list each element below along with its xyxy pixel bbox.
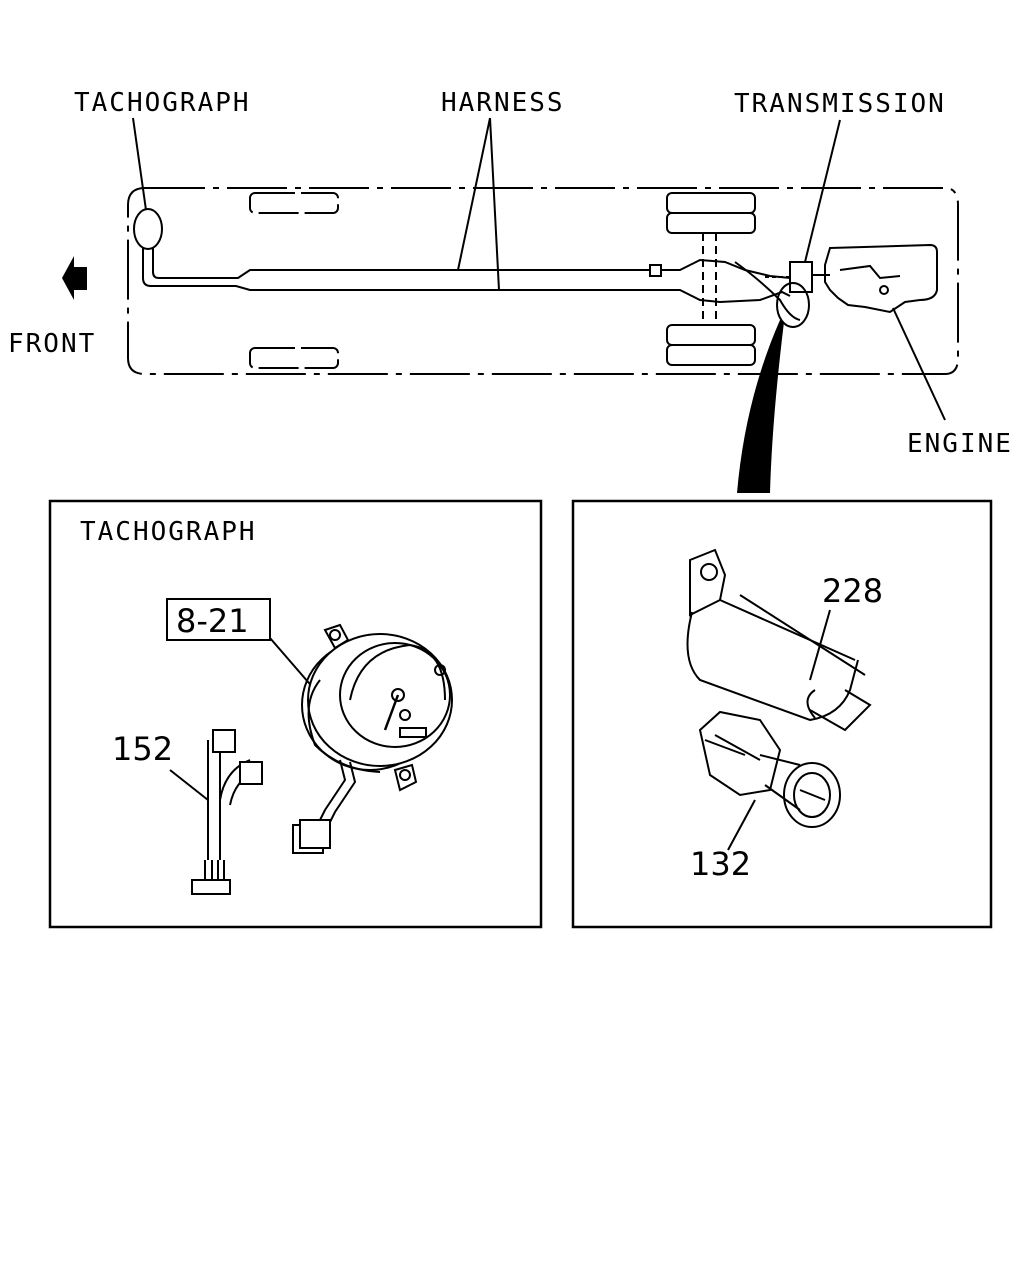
overview-leaders [132,117,946,421]
harness-cable [142,248,791,304]
part-152-label: 152 [112,730,173,768]
leader-132 [727,799,756,851]
engine-block [824,243,938,314]
harness-connector [649,264,662,277]
wheel-front-bottom [249,347,339,369]
detail-left-title: TACHOGRAPH [80,517,257,547]
engine-bolt [879,285,889,295]
wheel-front-top [249,192,339,214]
ref-box-label: 8-21 [176,602,249,640]
leader-228 [809,609,831,681]
vehicle-overview [127,187,959,375]
ref-box [166,598,271,641]
wheel-rear-bottom-2 [666,344,756,366]
leader-ref [269,637,316,691]
callout-loop [776,282,810,328]
callout-wedge [737,320,784,493]
detail-left-frame [48,499,543,929]
detail-panel-tachograph: TACHOGRAPH 8-21 [48,499,543,929]
part-228-label: 228 [822,572,883,610]
wheel-rear-top-1 [666,192,756,214]
leader-harness-2 [489,117,500,291]
harness-152 [191,729,263,895]
wheel-rear-bottom-1 [666,324,756,346]
label-harness: HARNESS [441,88,565,118]
part-132-label: 132 [690,845,751,883]
harness-cable-inner [152,248,791,279]
label-front: FRONT [8,329,96,359]
tachograph-gauge [292,623,453,854]
leader-tachograph [132,117,147,211]
transmission-sensor [789,261,813,293]
speed-sensor-132 [698,710,841,828]
sensor-branch [734,261,801,321]
tachograph-unit [133,208,163,250]
sensor-cover-228 [686,548,872,732]
label-engine: ENGINE [907,429,1013,459]
detail-right-frame [571,499,993,929]
label-tachograph: TACHOGRAPH [74,88,251,118]
label-transmission: TRANSMISSION [734,89,946,119]
wheel-rear-top-2 [666,212,756,234]
leader-engine [892,307,946,421]
leader-harness-1 [457,117,491,271]
detail-panel-sensor: 228 132 [571,499,993,929]
leader-152 [169,769,209,801]
leader-transmission [804,119,841,263]
engine-detail [839,264,901,280]
chassis-outline [127,187,959,375]
front-arrow-icon [62,256,87,300]
